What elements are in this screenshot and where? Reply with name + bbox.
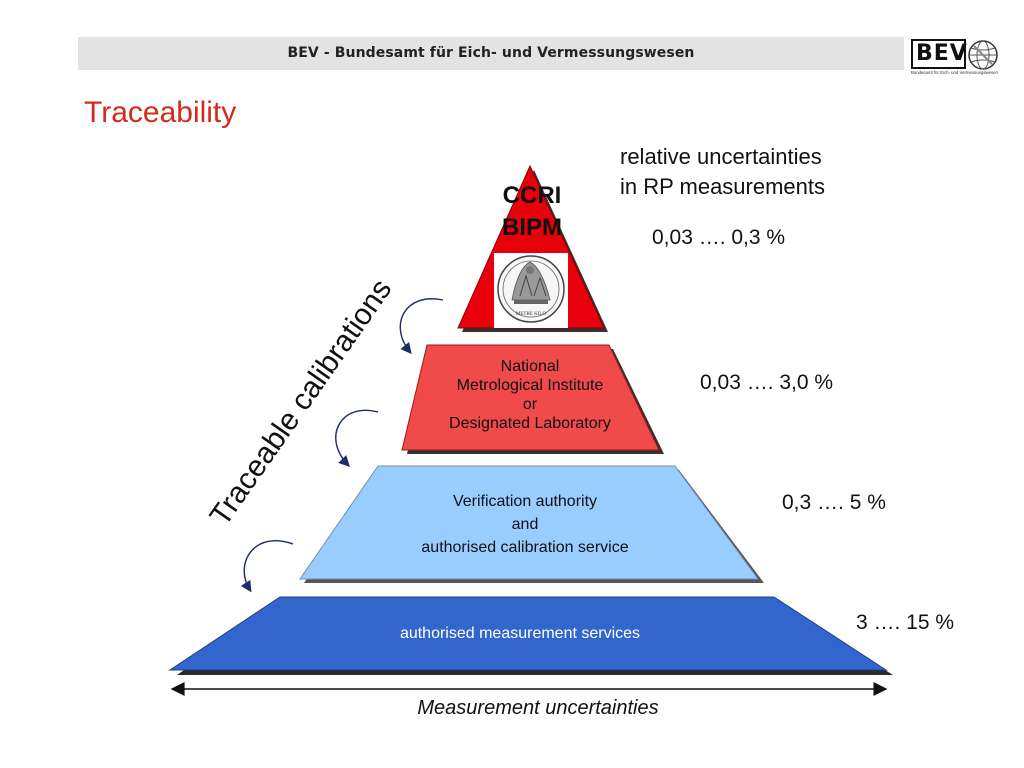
tier4-shape: [168, 596, 888, 671]
tier2-line: National: [500, 358, 560, 375]
tier1-label: CCRI BIPM: [482, 180, 582, 244]
uncertainty-header-line1: relative uncertainties: [620, 144, 822, 169]
header-bar: BEV - Bundesamt für Eich- und Vermessung…: [78, 37, 904, 70]
page-title: Traceability: [84, 96, 237, 129]
logo-text: BEV: [911, 39, 967, 69]
uncertainty-header-line2: in RP measurements: [620, 174, 826, 199]
tier3-label: Verification authority and authorised ca…: [360, 490, 690, 559]
tier3-line: and: [511, 516, 539, 533]
tier3-shape: [299, 465, 759, 580]
uncertainty-value-tier2: 0,03 …. 3,0 %: [700, 371, 834, 394]
tier2-line: or: [522, 396, 538, 413]
uncertainty-value-tier3: 0,3 …. 5 %: [782, 491, 886, 514]
tier2-line: Metrological Institute: [456, 377, 604, 394]
header-title: BEV - Bundesamt für Eich- und Vermessung…: [287, 45, 695, 61]
globe-icon: [968, 40, 998, 70]
bev-logo: BEV Bundesamt für Eich- und Vermessungsw…: [909, 37, 1001, 79]
tier2-shape: [401, 344, 660, 451]
measurement-uncertainties-label: Measurement uncertainties: [417, 697, 659, 719]
bipm-label: BIPM: [502, 214, 562, 241]
bipm-seal-icon: METRE KILO: [497, 255, 565, 323]
uncertainty-value-tier4: 3 …. 15 %: [856, 611, 955, 634]
trace-arrow-2: [335, 409, 379, 468]
svg-text:METRE KILO: METRE KILO: [516, 312, 547, 317]
tier3-line: authorised calibration service: [421, 539, 629, 556]
logo-subtitle: Bundesamt für Eich- und Vermessungswesen: [911, 70, 998, 75]
tier4-label: authorised measurement services: [320, 624, 720, 643]
tier2-line: Designated Laboratory: [449, 415, 611, 432]
trace-arrow-1: [399, 298, 444, 355]
uncertainty-header: relative uncertainties in RP measurement…: [620, 142, 825, 202]
ccri-label: CCRI: [502, 182, 562, 209]
uncertainty-value-tier1: 0,03 …. 0,3 %: [652, 226, 786, 249]
tier2-label: National Metrological Institute or Desig…: [410, 357, 650, 433]
tier4-line: authorised measurement services: [399, 625, 641, 642]
tier3-line: Verification authority: [452, 493, 598, 510]
trace-arrow-3: [240, 540, 294, 593]
